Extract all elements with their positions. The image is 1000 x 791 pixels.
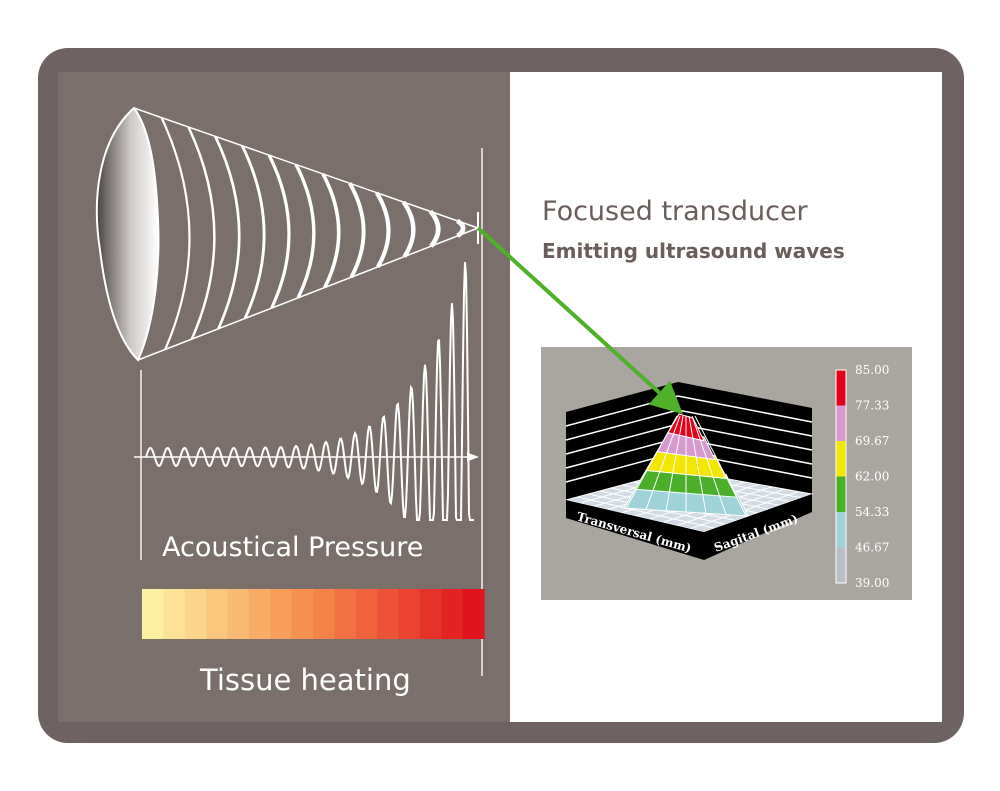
- temperature-peak-surface: [623, 413, 749, 517]
- heat-bar-segment: [419, 589, 442, 639]
- wavefront-arc: [401, 200, 416, 258]
- color-scale-tick-label: 46.67: [855, 541, 889, 555]
- wavefront-arc: [267, 154, 291, 309]
- color-scale-tick-label: 39.00: [855, 576, 889, 590]
- wavefront-arc: [214, 135, 241, 330]
- heat-bar-segment: [398, 589, 421, 639]
- color-scale-tick-label: 77.33: [855, 399, 889, 413]
- wavefront-arc: [294, 163, 316, 299]
- heat-bar-segment: [248, 589, 271, 639]
- peak-mesh-line: [694, 415, 747, 516]
- wavefront-arc: [240, 145, 266, 320]
- heat-bar-segment: [462, 589, 485, 639]
- color-scale-swatch: [836, 476, 846, 512]
- heat-bar-segment: [227, 589, 250, 639]
- wavefront-arc: [455, 218, 466, 238]
- heat-bar-segment: [377, 589, 400, 639]
- cone-bottom-edge: [137, 227, 479, 361]
- heat-bar-segment: [142, 589, 164, 639]
- focus-arrow: [476, 226, 683, 415]
- plot-base-left: [566, 500, 704, 560]
- heat-bar-segment: [270, 589, 293, 639]
- wavefront-arc: [348, 182, 366, 279]
- peak-mesh-line: [625, 415, 678, 509]
- temperature-3d-plot: Transversal (mm) Sagital (mm) 85.0077.33…: [541, 347, 912, 600]
- wall-gridline: [565, 437, 679, 469]
- peak-mesh-line: [691, 415, 727, 515]
- peak-mesh-line: [665, 415, 684, 511]
- color-scale-tick-label: 85.00: [855, 363, 889, 377]
- transducer: [95, 106, 479, 362]
- heat-bar-segment: [441, 589, 464, 639]
- wall-gridline: [677, 409, 813, 437]
- diagram-subtitle: Emitting ultrasound waves: [542, 239, 845, 263]
- peak-mesh-line: [688, 415, 707, 514]
- wavefront-arc: [187, 126, 216, 340]
- wavefront-arc: [160, 117, 191, 350]
- peak-mesh-line: [645, 415, 681, 510]
- heat-bar-segment: [334, 589, 357, 639]
- tissue-heating-bar: [142, 589, 485, 639]
- color-scale-swatch: [836, 441, 846, 477]
- color-scale-swatch: [836, 405, 846, 441]
- acoustical-pressure-label: Acoustical Pressure: [162, 532, 423, 563]
- wall-gridline: [677, 395, 813, 423]
- color-scale-tick-label: 62.00: [855, 470, 889, 484]
- color-scale-outline: [835, 369, 847, 584]
- heat-bar-segment: [206, 589, 229, 639]
- color-scale-swatch: [836, 547, 846, 583]
- heat-bar-segment: [184, 589, 207, 639]
- ultrasound-wavefronts: [160, 117, 479, 350]
- wavefront-arc: [374, 191, 391, 268]
- heat-bar-segment: [291, 589, 314, 639]
- color-scale-legend: 85.00 77.33 69.67 62.00 54.33 46.67 39.00: [835, 363, 889, 590]
- plot-base-right: [704, 494, 812, 560]
- color-scale-swatch: [836, 370, 846, 406]
- diagram-title: Focused transducer: [542, 196, 809, 227]
- wall-gridline: [565, 409, 679, 441]
- wavefront-arc: [428, 209, 441, 248]
- color-scale-swatch: [836, 512, 846, 548]
- color-scale-tick-label: 69.67: [855, 434, 889, 448]
- heat-bar-segment: [163, 589, 186, 639]
- acoustic-pressure-wave: [145, 262, 474, 521]
- heat-bar-segment: [313, 589, 335, 639]
- heat-bar-segment: [355, 589, 378, 639]
- color-scale-tick-label: 54.33: [855, 505, 889, 519]
- wavefront-arc: [321, 173, 341, 289]
- wall-gridline: [565, 423, 679, 455]
- wall-gridline: [677, 423, 813, 451]
- tissue-heating-label: Tissue heating: [199, 663, 411, 697]
- cone-top-edge: [133, 107, 479, 229]
